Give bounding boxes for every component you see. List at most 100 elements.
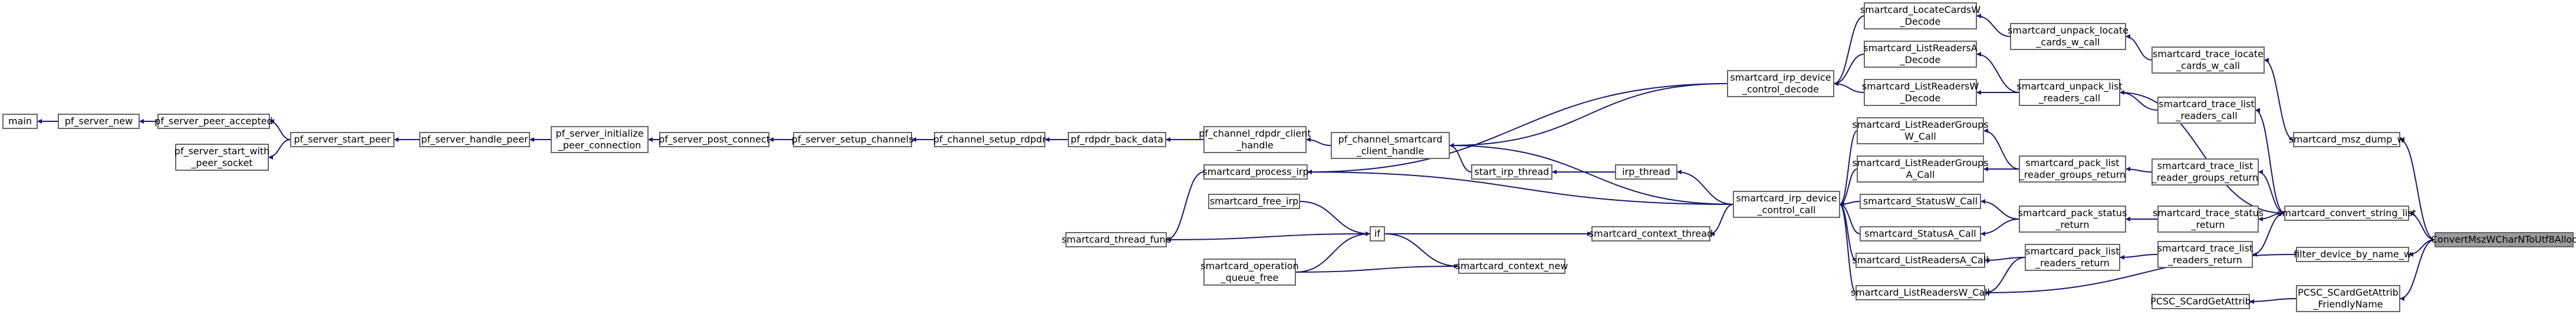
node-label: smartcard_convert_string_list: [2277, 207, 2416, 219]
node-label: main: [8, 115, 32, 127]
node-smartcard-pack-status-return[interactable]: smartcard_pack_status_return: [2018, 206, 2127, 233]
node-box: [1203, 164, 1308, 180]
node-label: pf_server_peer_accepted: [154, 115, 273, 127]
node-smartcard-free-irp[interactable]: smartcard_free_irp: [1208, 194, 1300, 209]
node-pf-channel-smartcard-client-handle[interactable]: pf_channel_smartcard_client_handle: [1331, 132, 1450, 159]
node-pcsc-scardgetattrib-friendlyname[interactable]: PCSC_SCardGetAttrib_FriendlyName: [2296, 285, 2400, 312]
node-label: start_irp_thread: [1475, 166, 1549, 178]
node-smartcard-process-irp[interactable]: smartcard_process_irp: [1202, 164, 1309, 180]
node-label: smartcard_thread_func: [1062, 234, 1171, 246]
node-box: [1615, 164, 1677, 180]
node-pf-server-setup-channels[interactable]: pf_server_setup_channels: [792, 132, 914, 147]
node-smartcard-pack-list-reader-groups-return[interactable]: smartcard_pack_list_reader_groups_return: [2019, 155, 2126, 183]
node-smartcard-context-thread[interactable]: smartcard_context_thread: [1589, 226, 1713, 241]
node-smartcard-irp-device-control-decode[interactable]: smartcard_irp_device_control_decode: [1727, 70, 1834, 97]
node-filter-device-by-name-w[interactable]: filter_device_by_name_w: [2294, 247, 2411, 262]
node-pf-server-post-connect[interactable]: pf_server_post_connect: [659, 132, 770, 147]
node-main[interactable]: main: [2, 114, 38, 129]
node-box: [1733, 191, 1840, 218]
node-box: [2019, 155, 2126, 183]
node-label: _cards_w_call: [2036, 37, 2100, 48]
node-smartcard-irp-device-control-call[interactable]: smartcard_irp_device_control_call: [1733, 191, 1840, 218]
call-edge: [1709, 204, 1734, 236]
node-box: [934, 132, 1045, 147]
call-edge: [1166, 233, 1371, 242]
node-label: _Decode: [1900, 16, 1941, 28]
node-smartcard-statusa-call[interactable]: smartcard_StatusA_Call: [1860, 226, 1981, 241]
node-smartcard-trace-locate-cards-w-call[interactable]: smartcard_trace_locate_cards_w_call: [2151, 47, 2265, 74]
node-smartcard-thread-func[interactable]: smartcard_thread_func: [1062, 232, 1171, 247]
call-edge: [2249, 298, 2297, 304]
node-label: smartcard_irp_device: [1730, 72, 1831, 84]
call-edge: [1839, 202, 1857, 293]
node-label: smartcard_context_new: [1455, 260, 1568, 272]
node-box: [2296, 247, 2409, 262]
node-irp-thread[interactable]: irp_thread: [1615, 164, 1677, 180]
node-smartcard-trace-list-reader-groups-return[interactable]: smartcard_trace_list_reader_groups_retur…: [2151, 158, 2259, 186]
node-label: pf_server_start_with: [175, 145, 270, 157]
node-smartcard-trace-list-readers-return[interactable]: smartcard_trace_list_readers_return: [2157, 241, 2253, 268]
node-box: [1864, 79, 1977, 106]
node-pf-server-start-with-peer-socket[interactable]: pf_server_start_with_peer_socket: [175, 144, 270, 171]
node-smartcard-msz-dump-w[interactable]: smartcard_msz_dump_w: [2288, 132, 2405, 147]
call-edge: [1984, 257, 2026, 295]
node-label: smartcard_StatusA_Call: [1864, 228, 1976, 240]
node-box: [2010, 23, 2126, 50]
node-smartcard-context-new[interactable]: smartcard_context_new: [1455, 259, 1568, 274]
node-pcsc-scardgetattrib[interactable]: PCSC_SCardGetAttrib: [2150, 294, 2251, 309]
node-smartcard-unpack-locate-cards-w-call[interactable]: smartcard_unpack_locate_cards_w_call: [2008, 23, 2128, 50]
node-if[interactable]: if: [1370, 226, 1385, 241]
node-box: [1203, 126, 1307, 153]
node-pf-channel-setup-rdpdr[interactable]: pf_channel_setup_rdpdr: [933, 132, 1047, 147]
call-edge: [269, 119, 291, 140]
node-smartcard-convert-string-list[interactable]: smartcard_convert_string_list: [2277, 206, 2416, 221]
node-smartcard-pack-list-readers-return[interactable]: smartcard_pack_list_readers_return: [2025, 244, 2120, 271]
node-smartcard-unpack-list-readers-call[interactable]: smartcard_unpack_list_readers_call: [2016, 79, 2123, 106]
node-box: [1864, 41, 1977, 68]
call-edge: [1307, 83, 1728, 174]
node-pf-server-handle-peer[interactable]: pf_server_handle_peer: [419, 132, 530, 147]
node-box: [551, 126, 649, 153]
node-smartcard-trace-list-readers-call[interactable]: smartcard_trace_list_readers_call: [2157, 97, 2256, 124]
call-edge: [1976, 52, 2020, 93]
node-box: [1855, 285, 1985, 300]
node-smartcard-listreadersw-call[interactable]: smartcard_ListReadersW_Call: [1851, 285, 1990, 300]
node-pf-server-start-peer[interactable]: pf_server_start_peer: [290, 132, 394, 147]
node-label: smartcard_trace_list: [2157, 243, 2253, 254]
node-start-irp-thread[interactable]: start_irp_thread: [1471, 164, 1552, 180]
node-box: [1727, 70, 1834, 97]
node-label: smartcard_msz_dump_w: [2288, 134, 2404, 145]
node-label: PCSC_SCardGetAttrib: [2150, 296, 2251, 307]
node-label: _readers_return: [2167, 254, 2242, 266]
node-label: smartcard_trace_list: [2157, 160, 2253, 172]
node-label: smartcard_ListReadersA_Call: [1852, 254, 1988, 266]
node-label: _peer_connection: [558, 140, 641, 151]
node-label: smartcard_operation: [1200, 260, 1298, 272]
node-smartcard-trace-status-return[interactable]: smartcard_trace_status_return: [2153, 206, 2264, 233]
node-box: [2157, 97, 2256, 124]
node-smartcard-operation-queue-free[interactable]: smartcard_operation_queue_free: [1200, 259, 1299, 286]
node-label: smartcard_unpack_locate: [2008, 25, 2128, 37]
node-smartcard-listreadersw-decode[interactable]: smartcard_ListReadersW_Decode: [1862, 79, 1979, 106]
node-pf-channel-rdpdr-client-handle[interactable]: pf_channel_rdpdr_client_handle: [1199, 126, 1311, 153]
call-edge: [1295, 231, 1371, 273]
node-box: [2019, 206, 2126, 233]
node-smartcard-statusw-call[interactable]: smartcard_StatusW_Call: [1860, 194, 1981, 209]
node-label: pf_server_post_connect: [659, 134, 770, 145]
node-smartcard-locatecardsw-decode[interactable]: smartcard_LocateCardsW_Decode: [1860, 2, 1981, 29]
node-pf-server-initialize-peer-connection[interactable]: pf_server_initialize_peer_connection: [551, 126, 649, 153]
call-edge: [1295, 264, 1459, 273]
node-box: [1855, 253, 1985, 268]
node-smartcard-listreadersa-call[interactable]: smartcard_ListReadersA_Call: [1852, 253, 1989, 268]
node-pf-rdpdr-back-data[interactable]: pf_rdpdr_back_data: [1068, 132, 1166, 147]
node-convertmszwcharntoutf8alloc[interactable]: ConvertMszWCharNToUtf8Alloc: [2431, 232, 2576, 247]
call-edge: [1833, 81, 1865, 93]
node-box: [1857, 155, 1984, 183]
node-pf-server-new[interactable]: pf_server_new: [58, 114, 140, 129]
node-smartcard-listreadersa-decode[interactable]: smartcard_ListReadersA_Decode: [1863, 41, 1978, 68]
node-label: pf_server_initialize: [555, 128, 643, 140]
node-box: [2434, 232, 2574, 247]
node-pf-server-peer-accepted[interactable]: pf_server_peer_accepted: [154, 114, 273, 129]
